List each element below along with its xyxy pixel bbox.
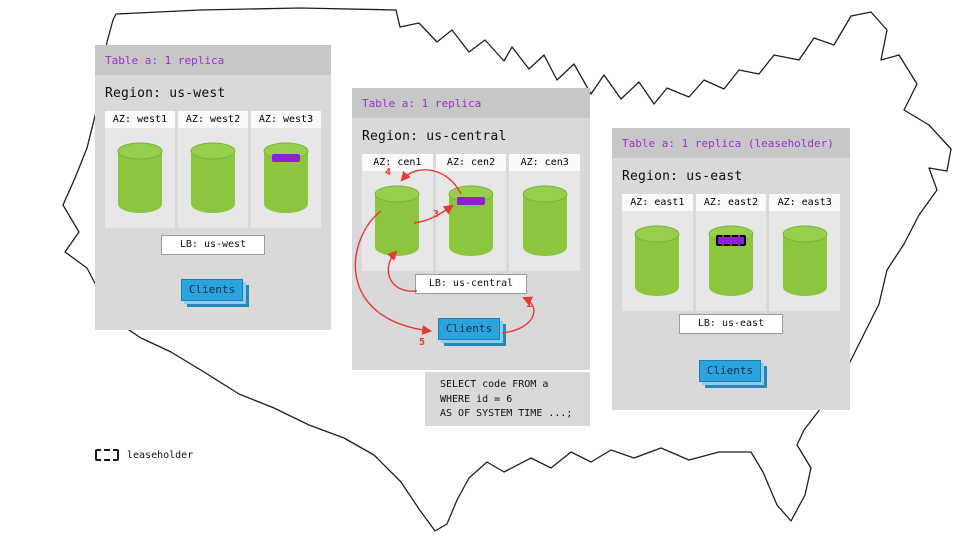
database-cylinder [522, 185, 568, 257]
table-replica-header-central: Table a: 1 replica [352, 88, 590, 118]
az-body [622, 211, 693, 311]
az-column-east2: AZ: east2 [695, 194, 767, 311]
region-panel-us-east: Table a: 1 replica (leaseholder) Region:… [612, 128, 850, 410]
load-balancer-us-central: LB: us-central [415, 274, 527, 294]
az-body [436, 171, 507, 271]
leaseholder-swatch-icon [95, 449, 119, 461]
az-column-cen2: AZ: cen2 [435, 154, 507, 271]
az-column-west3: AZ: west3 [251, 111, 321, 228]
flow-step-3: 3 [433, 209, 440, 220]
az-label: AZ: east3 [769, 194, 841, 211]
cylinder-graphic [263, 142, 309, 213]
database-cylinder [448, 185, 494, 257]
az-label: AZ: west1 [105, 111, 175, 128]
region-title-us-east: Region: us-east [622, 169, 743, 184]
table-replica-header-east: Table a: 1 replica (leaseholder) [612, 128, 850, 158]
az-column-west2: AZ: west2 [178, 111, 248, 228]
az-label: AZ: west2 [178, 111, 248, 128]
sql-line-3: AS OF SYSTEM TIME ...; [440, 408, 573, 419]
load-balancer-us-west: LB: us-west [161, 235, 265, 255]
region-panel-us-west: Table a: 1 replica Region: us-west AZ: w… [95, 45, 331, 330]
az-label: AZ: east2 [695, 194, 767, 211]
database-cylinder [263, 142, 309, 214]
replica-badge [457, 197, 485, 205]
az-column-cen3: AZ: cen3 [509, 154, 581, 271]
flow-step-4: 4 [385, 167, 392, 178]
region-title-us-west: Region: us-west [105, 86, 226, 101]
database-cylinder [374, 185, 420, 257]
sql-line-1: SELECT code FROM a [440, 379, 549, 390]
map-outline-path [62, 7, 952, 532]
cylinder-graphic [448, 185, 494, 256]
az-label: AZ: cen2 [435, 154, 507, 171]
az-body [251, 128, 321, 228]
table-replica-label: Table a: 1 replica (leaseholder) [622, 136, 834, 150]
az-label: AZ: cen3 [509, 154, 581, 171]
replica-badge [272, 154, 300, 162]
cylinder-graphic [374, 185, 420, 256]
cylinder-graphic [782, 225, 828, 296]
leaseholder-badge [716, 235, 746, 246]
az-body [509, 171, 580, 271]
clients-box-us-east: Clients [699, 360, 761, 382]
flow-step-2: 2 [390, 251, 397, 262]
az-body [362, 171, 433, 271]
table-replica-label: Table a: 1 replica [362, 96, 482, 110]
az-label: AZ: east1 [622, 194, 693, 211]
database-cylinder [117, 142, 163, 214]
cylinder-graphic [522, 185, 568, 256]
legend-label: leaseholder [127, 449, 194, 461]
load-balancer-us-east: LB: us-east [679, 314, 783, 334]
az-body [105, 128, 175, 228]
clients-box-us-central: Clients [438, 318, 500, 340]
database-cylinder [634, 225, 680, 297]
legend: leaseholder [95, 449, 193, 461]
az-label: AZ: cen1 [362, 154, 433, 171]
database-cylinder [782, 225, 828, 297]
az-row-west: AZ: west1 AZ: west2 [105, 111, 321, 228]
region-panel-us-central: Table a: 1 replica Region: us-central AZ… [352, 88, 590, 370]
table-replica-label: Table a: 1 replica [105, 53, 225, 67]
cylinder-graphic [634, 225, 680, 296]
database-cylinder [708, 225, 754, 297]
az-label: AZ: west3 [251, 111, 321, 128]
sql-query-note: SELECT code FROM a WHERE id = 6 AS OF SY… [425, 372, 590, 426]
table-replica-header-west: Table a: 1 replica [95, 45, 331, 75]
flow-step-5: 5 [419, 337, 426, 348]
az-column-east1: AZ: east1 [622, 194, 693, 311]
az-body [696, 211, 767, 311]
clients-box-us-west: Clients [181, 279, 243, 301]
az-row-east: AZ: east1 AZ: east2 [622, 194, 841, 311]
sql-line-2: WHERE id = 6 [440, 393, 513, 405]
az-column-cen1: AZ: cen1 [362, 154, 433, 271]
az-column-west1: AZ: west1 [105, 111, 175, 228]
database-cylinder [190, 142, 236, 214]
region-title-us-central: Region: us-central [362, 129, 507, 144]
az-body [769, 211, 840, 311]
cylinder-graphic [117, 142, 163, 213]
az-body [178, 128, 248, 228]
flow-step-1: 1 [526, 299, 533, 310]
az-column-east3: AZ: east3 [769, 194, 841, 311]
cylinder-graphic [190, 142, 236, 213]
